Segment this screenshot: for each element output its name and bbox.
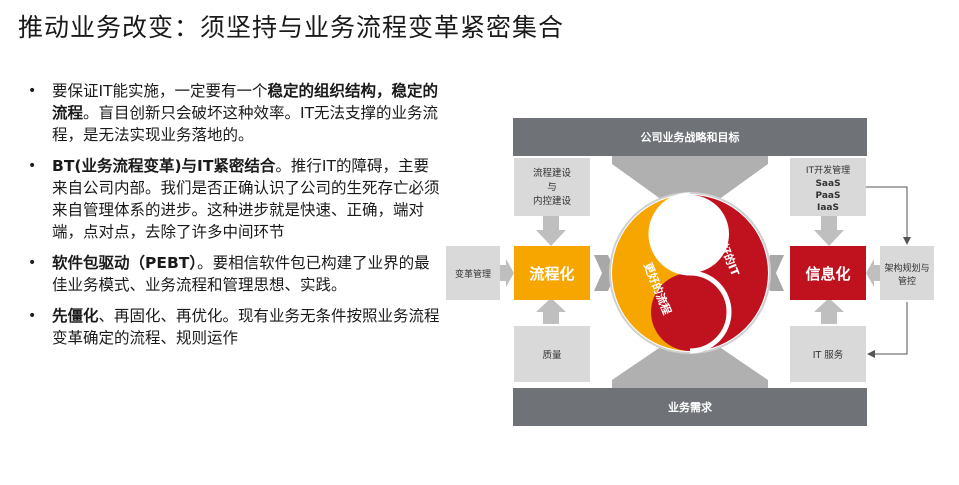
- info-main-box: [790, 246, 866, 300]
- bullet-mark: •: [28, 255, 37, 271]
- process-building-line: 流程建设: [533, 167, 572, 179]
- arrow-topleft-down: [536, 216, 566, 246]
- top-funnel-arrow: [612, 156, 768, 200]
- process-building-box: [514, 158, 590, 216]
- bullet-list: • 要保证IT能实施，一定要有一个稳定的组织结构，稳定的流程。盲目创新只会破坏这种…: [28, 80, 440, 358]
- bottom-funnel-arrow: [612, 346, 768, 388]
- bullet-item: • 要保证IT能实施，一定要有一个稳定的组织结构，稳定的流程。盲目创新只会破坏这种…: [28, 80, 440, 146]
- arrow-right-outer: [866, 259, 880, 287]
- bullet-mark: •: [28, 83, 37, 99]
- bullet-text-post: 、再固化、再优化。现有业务无条件按照业务流程变革确定的流程、规则运作: [52, 307, 440, 347]
- top-bar-label: 公司业务战略和目标: [641, 130, 740, 144]
- arrow-left-outer: [500, 259, 514, 287]
- bullet-text-pre: 要保证IT能实施，一定要有一个: [52, 82, 268, 100]
- arch-planning-box: [880, 246, 934, 300]
- bullet-text-post: 。推行IT的障碍，主要来自公司内部。我们是否正确认识了公司的生死存亡必须来自管理…: [52, 157, 440, 241]
- change-mgmt-box: [446, 246, 500, 300]
- it-dev-line: PaaS: [816, 191, 841, 201]
- it-dev-line: SaaS: [815, 179, 840, 189]
- bullet-text-bold: 稳定的组织结构，稳定的流程: [52, 82, 439, 122]
- arch-planning-line: 管控: [898, 275, 916, 287]
- process-main-box: [514, 246, 590, 300]
- top-bar: [513, 118, 867, 156]
- yin-yang: 更好的流程 更好的IT: [609, 192, 771, 354]
- it-dev-line: IaaS: [817, 203, 839, 213]
- yin-yang-divider: [648, 192, 732, 354]
- bullet-mark: •: [28, 158, 37, 174]
- it-service-box: [790, 326, 866, 382]
- bullet-item: • BT(业务流程变革)与IT紧密结合。推行IT的障碍，主要来自公司内部。我们是否…: [28, 155, 440, 243]
- bullet-mark: •: [28, 308, 37, 324]
- arrow-bottomleft-up: [536, 298, 566, 324]
- connector-line: [866, 186, 911, 245]
- bullet-text-bold: 先僵化: [52, 307, 99, 325]
- process-main-label: 流程化: [529, 265, 574, 283]
- bullet-text-post: 。盲目创新只会破坏这种效率。IT无法支撑的业务流程，是无法实现业务落地的。: [52, 104, 439, 144]
- quality-box: [514, 326, 590, 382]
- it-service-label: IT 服务: [813, 349, 844, 361]
- change-mgmt-label: 变革管理: [455, 268, 491, 280]
- bt-it-diagram: 公司业务战略和目标 业务需求 流程建设 与 内控建设 IT开发管理 SaaS P…: [446, 118, 934, 426]
- page-title: 推动业务改变：须坚持与业务流程变革紧密集合: [18, 13, 565, 42]
- quality-label: 质量: [542, 349, 562, 361]
- it-dev-box: [790, 158, 866, 216]
- bottom-bar: [513, 388, 867, 426]
- yang-red-half: [651, 195, 768, 351]
- info-main-label: 信息化: [805, 265, 850, 283]
- connector-line: [867, 302, 908, 358]
- arrow-bottomright-up: [814, 298, 844, 324]
- process-building-line: 与: [547, 182, 557, 193]
- bullet-text-bold: 软件包驱动（PEBT）: [52, 254, 198, 272]
- bottom-bar-label: 业务需求: [668, 400, 713, 414]
- bullet-item: • 软件包驱动（PEBT）。要相信软件包已构建了业界的最佳业务模式、业务流程和管理…: [28, 252, 440, 296]
- bullet-text-post: 。要相信软件包已构建了业界的最佳业务模式、业务流程和管理思想、实践。: [52, 254, 430, 294]
- arch-planning-line: 架构规划与: [884, 262, 929, 274]
- bullet-text-bold: BT(业务流程变革)与IT紧密结合: [52, 157, 276, 175]
- it-dev-line: IT开发管理: [806, 164, 850, 176]
- bullet-item: • 先僵化、再固化、再优化。现有业务无条件按照业务流程变革确定的流程、规则运作: [28, 305, 440, 349]
- arrow-topright-down: [814, 216, 844, 246]
- process-building-line: 内控建设: [533, 195, 572, 207]
